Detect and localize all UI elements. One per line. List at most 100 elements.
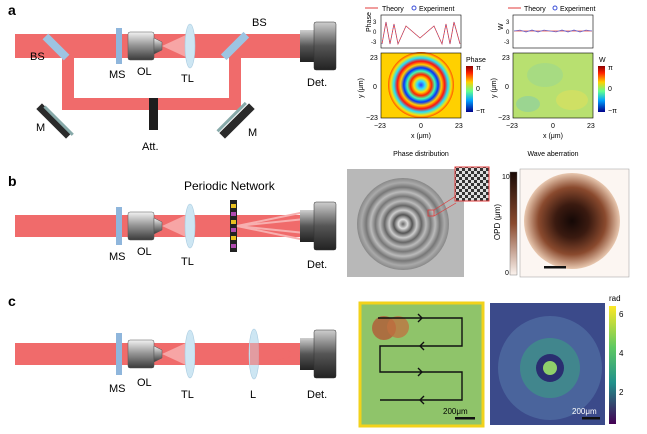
bs-left-label: BS: [30, 51, 45, 63]
phase-y-label: y (μm): [358, 78, 365, 98]
ms-c: [116, 333, 122, 375]
phase-xtick-mid: 0: [419, 123, 423, 130]
bs-right: [220, 31, 250, 61]
phase-image-core: [543, 361, 557, 375]
aberr-x-label: x (μm): [543, 133, 563, 140]
phase-scalebar: [582, 417, 600, 420]
aberr-profile-experiment: [513, 29, 593, 33]
aberr-map-patch-1: [527, 63, 563, 87]
tl-c-label: TL: [181, 389, 194, 401]
phase-profile-box: [380, 14, 462, 49]
rad-tick-4: 4: [619, 349, 624, 358]
det-b: [300, 201, 337, 251]
rad-title: rad: [609, 294, 621, 303]
det-c: [300, 329, 337, 379]
aberr-map-patch-3: [516, 96, 540, 112]
phase-ytick-top: 23: [370, 55, 378, 62]
ol-c-label: OL: [137, 377, 152, 389]
bs-left: [42, 33, 70, 61]
phase-xtick-left: −23: [374, 123, 386, 130]
attenuator: [149, 98, 158, 130]
aberr-ytick-mid: 0: [505, 84, 509, 91]
rad-tick-2: 2: [619, 388, 624, 397]
phase-map: [388, 52, 454, 118]
phase-map-frame: [380, 52, 462, 119]
aberr-y-label: y (μm): [491, 78, 498, 98]
ol-a: [127, 31, 163, 61]
aberr-profile-tick-mid: 0: [506, 30, 510, 36]
ol-b-label: OL: [137, 246, 152, 258]
ms-c-label: MS: [109, 383, 126, 395]
phase-cbar-mid: 0: [476, 86, 480, 93]
phase-scale-label: 200μm: [572, 407, 597, 416]
aberr-xtick-left: −23: [506, 123, 518, 130]
focus-cone: [259, 343, 300, 365]
det-c-label: Det.: [307, 389, 327, 401]
det-b-label: Det.: [307, 259, 327, 271]
phase-colorbar: [466, 66, 473, 112]
ms-b-label: MS: [109, 251, 126, 263]
aberr-xtick-mid: 0: [551, 123, 555, 130]
aberr-colorbar-title: W: [599, 57, 606, 64]
tl-a: [184, 23, 196, 69]
aberr-ytick-top: 23: [502, 55, 510, 62]
zoom-line-1: [433, 195, 457, 211]
aberr-colorbar: [598, 66, 605, 112]
beam-c-lens: [250, 343, 259, 365]
aberr-map-patch-2: [556, 90, 588, 110]
aberr-cbar-top: π: [608, 65, 613, 72]
aberr-cbar-mid: 0: [608, 86, 612, 93]
rad-colorbar: [609, 306, 616, 424]
phase-profile-experiment: [381, 21, 461, 45]
phase-legend-marker: [411, 5, 417, 11]
phase-colorbar-title: Phase: [466, 57, 486, 64]
tl-a-label: TL: [181, 73, 194, 85]
aberr-legend-theory: Theory: [524, 6, 546, 13]
att-label: Att.: [142, 141, 159, 153]
periodic-network-element: [230, 200, 237, 252]
aberr-xtick-right: 23: [587, 123, 595, 130]
phase-x-label: x (μm): [411, 133, 431, 140]
phase-cbar-bot: −π: [476, 108, 485, 115]
zoom-line-2: [433, 202, 457, 217]
zoom-box: [427, 209, 435, 217]
cone-a: [162, 34, 188, 58]
phase-ytick-mid: 0: [373, 84, 377, 91]
phase-chart: Theory Experiment Phase 3 0 -3 y (μm) 23…: [358, 5, 486, 158]
panel-b-letter: b: [8, 173, 17, 189]
phase-ytick-bot: −23: [366, 115, 378, 122]
opd-label: OPD (μm): [493, 204, 502, 240]
tl-b-label: TL: [181, 256, 194, 268]
ms-a-label: MS: [109, 69, 126, 81]
panel-c-letter: c: [8, 293, 16, 309]
det-a-label: Det.: [307, 77, 327, 89]
det-a: [300, 21, 337, 71]
ol-c: [127, 339, 163, 369]
scan-path: [378, 317, 463, 401]
zoom-inset: [454, 166, 490, 202]
phase-profile-tick-bot: -3: [371, 40, 377, 46]
aberr-ytick-bot: −23: [498, 115, 510, 122]
ol-b: [127, 211, 163, 241]
mirror-right: [216, 101, 255, 139]
mirror-left: [36, 103, 74, 139]
ms-b: [116, 207, 122, 245]
scan-arrows: [417, 313, 425, 405]
ol-a-label: OL: [137, 66, 152, 78]
phase-legend-theory: Theory: [382, 6, 404, 13]
cone-b: [162, 214, 188, 238]
phase-cbar-top: π: [476, 65, 481, 72]
tl-c: [184, 329, 196, 379]
aberr-map-frame: [512, 52, 594, 119]
ms-a: [116, 28, 122, 64]
phase-xtick-right: 23: [455, 123, 463, 130]
hologram-rings: [357, 178, 449, 270]
phase-profile-tick-top: 3: [373, 20, 377, 26]
phase-profile-ylabel: Phase: [366, 12, 373, 32]
sample-spot-2: [387, 316, 409, 338]
opd-scalebar: [544, 266, 566, 269]
lens-l-label: L: [250, 389, 256, 401]
beam-c-mid: [195, 343, 250, 365]
tl-b: [184, 203, 196, 249]
cone-c: [162, 342, 188, 366]
